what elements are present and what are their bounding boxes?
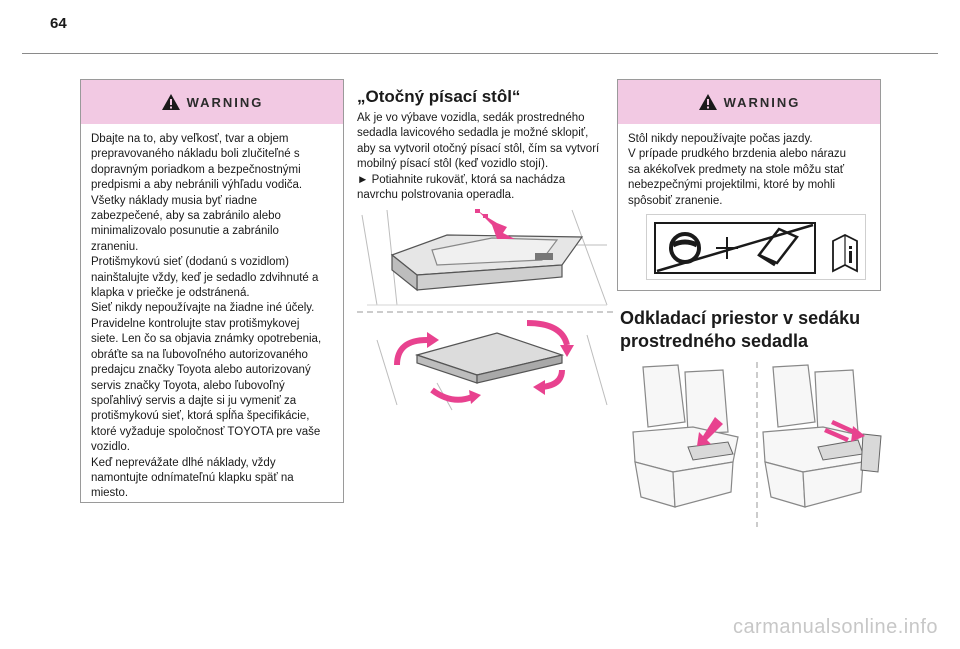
section-title-seat-storage: Odkladací priestor v sedáku prostredného… (620, 308, 861, 351)
swivel-table-illustration (357, 209, 613, 411)
header-divider (22, 53, 938, 54)
prohibition-pictogram (646, 214, 866, 280)
warning-text: Stôl nikdy nepoužívajte počas jazdy. V p… (628, 133, 847, 207)
watermark: carmanualsonline.info (732, 616, 938, 638)
steering-wheel-icon (669, 232, 701, 264)
warning-triangle-icon (161, 94, 180, 110)
warning-text: Dbajte na to, aby veľkosť, tvar a objem … (91, 133, 322, 500)
warning-box-cargo: WARNING Dbajte na to, aby veľkosť, tvar … (80, 79, 344, 503)
warning-header: WARNING (618, 80, 880, 124)
warning-heading: WARNING (186, 94, 264, 110)
swivel-table-text: Ak je vo výbave vozidla, sedák prostredn… (357, 112, 600, 202)
info-book-icon (832, 233, 858, 273)
warning-triangle-icon (698, 94, 717, 110)
section-title-swivel-table: „Otočný písací stôl“ (357, 87, 521, 106)
seat-storage-illustration (632, 362, 882, 527)
page-number: 64 (50, 15, 67, 32)
warning-header: WARNING (81, 80, 343, 124)
warning-heading: WARNING (723, 94, 801, 110)
pictogram-graphic (654, 222, 858, 274)
